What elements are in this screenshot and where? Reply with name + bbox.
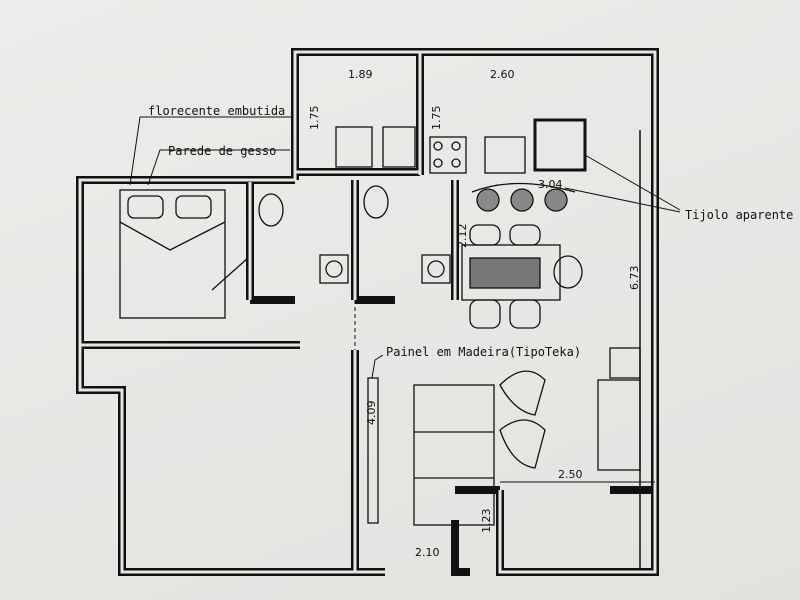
dim-balcony-width: 2.50 — [558, 468, 583, 481]
laundry-tank — [335, 126, 373, 168]
furniture — [119, 118, 641, 526]
bathroom-sink — [319, 254, 349, 284]
dim-kitchen-width: 2.60 — [490, 68, 515, 81]
dim-living-depth: 6.73 — [628, 266, 641, 291]
bathroom-sink — [421, 254, 451, 284]
toilet — [363, 185, 389, 219]
stove — [429, 136, 467, 174]
label-wood-panel: Painel em Madeira(TipoTeka) — [386, 345, 581, 359]
leaders — [129, 116, 681, 379]
armchair — [499, 419, 546, 469]
side-table — [609, 347, 641, 379]
sofa — [597, 379, 641, 471]
sofa — [413, 384, 495, 526]
dim-panel: 4.09 — [365, 401, 378, 426]
label-drywall: Parede de gesso — [168, 144, 276, 158]
dim-service-depth: 1.75 — [308, 106, 321, 131]
label-exposed-brick: Tijolo aparente — [685, 208, 793, 222]
tank — [382, 126, 416, 168]
pillow — [175, 195, 212, 219]
fridge — [533, 118, 587, 172]
bed — [119, 189, 226, 319]
dim-service-width: 1.89 — [348, 68, 373, 81]
wood-panel — [367, 377, 379, 524]
pillow — [127, 195, 164, 219]
dining-table — [461, 244, 561, 301]
dim-balcony-depth: 1.23 — [480, 509, 493, 534]
dim-counter: 3.04 — [538, 178, 563, 191]
label-ceiling-light: florecente embutida — [148, 104, 285, 118]
toilet — [258, 193, 284, 227]
kitchen-sink — [484, 136, 526, 174]
walls — [76, 48, 659, 576]
armchair — [499, 370, 546, 416]
dim-entry: 2.10 — [415, 546, 440, 559]
dim-dining: 2.12 — [456, 224, 469, 249]
dim-kitchen-depth: 1.75 — [430, 106, 443, 131]
